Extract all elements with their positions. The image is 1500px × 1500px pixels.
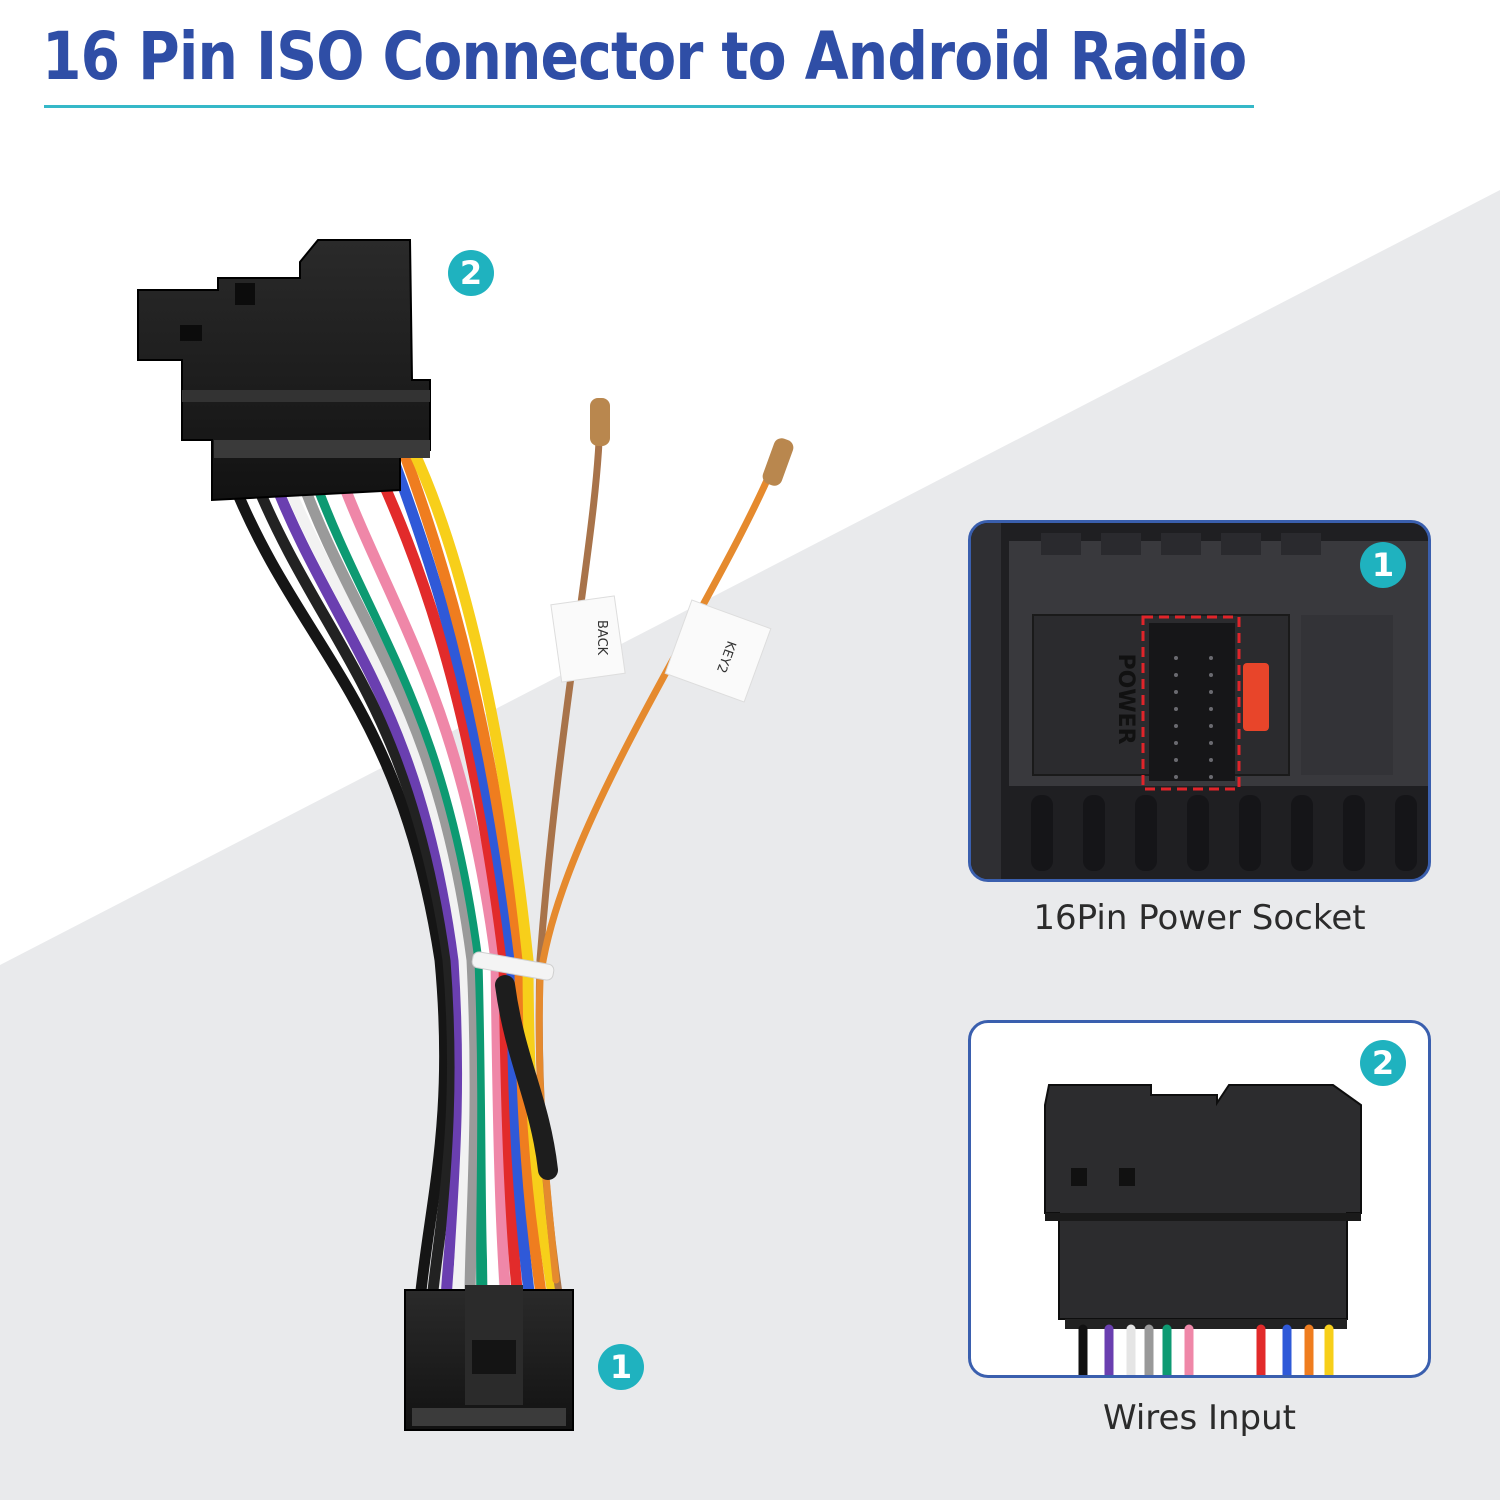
badge-panel-wires: 2 (1360, 1040, 1406, 1086)
connector-bottom (404, 1285, 574, 1431)
tag-back-label: BACK (594, 620, 609, 656)
socket-power-label: POWER (1113, 653, 1138, 744)
badge-connector-bottom: 1 (598, 1344, 644, 1390)
power-socket-photo: POWER (971, 523, 1428, 879)
panel-power-socket: POWER (968, 520, 1431, 882)
badge-panel-socket: 1 (1360, 542, 1406, 588)
wires-input-photo (1044, 1084, 1362, 1375)
caption-wires-input: Wires Input (1102, 1398, 1297, 1438)
page-title: 16 Pin ISO Connector to Android Radio (42, 18, 1247, 95)
badge-connector-top: 2 (448, 250, 494, 296)
connector-top (137, 239, 431, 502)
title-underline (44, 105, 1254, 108)
panel-wires-input (968, 1020, 1431, 1378)
caption-power-socket: 16Pin Power Socket (1033, 898, 1366, 938)
